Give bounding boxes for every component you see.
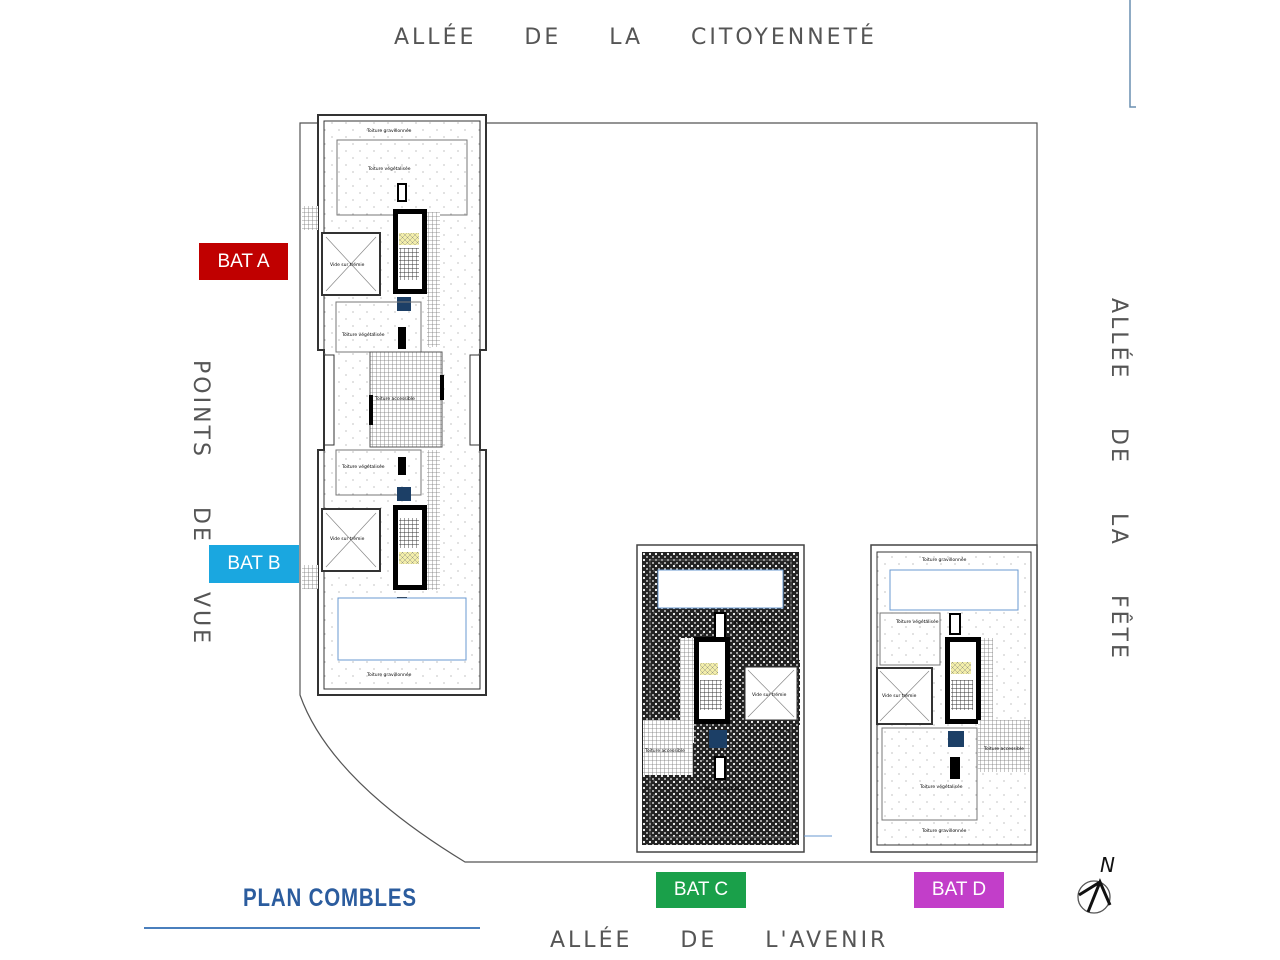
room-label: Toiture accessible (983, 746, 1024, 752)
room-label: Toiture végétalisée (732, 619, 776, 626)
room-label: Toiture gravillonnée (921, 556, 967, 563)
sheet-border (1129, 0, 1136, 108)
street-word: DE (680, 928, 718, 953)
plan-title: PLAN COMBLES (243, 884, 417, 912)
badge-bat-d: BAT D (914, 872, 1004, 908)
room-label: Vide sur trémie (330, 535, 365, 542)
building-d-plan: Toiture gravillonnée Toiture végétalisée… (870, 544, 1038, 853)
street-word: POINTS (188, 360, 213, 459)
street-word: CITOYENNETÉ (691, 25, 877, 50)
badge-bat-a: BAT A (199, 243, 288, 280)
site-boundary (299, 122, 1038, 863)
street-label-top: ALLÉE DE LA CITOYENNETÉ (394, 25, 925, 50)
room-label: Toiture gravillonnée (366, 127, 412, 134)
room-label: Toiture gravillonnée (366, 671, 412, 678)
street-word: ALLÉE (394, 25, 477, 50)
room-label: Vide sur trémie (882, 692, 917, 699)
room-label: Toiture gravillonnée (921, 827, 967, 834)
title-underline (144, 927, 480, 929)
building-c-plan: Toiture végétalisée Vide sur trémie Toit… (636, 544, 832, 853)
street-label-right: ALLÉE DE LA FÊTE (1106, 298, 1131, 709)
street-word: ALLÉE (1106, 298, 1131, 381)
street-word: LA (609, 25, 644, 50)
street-word: LA (1106, 513, 1131, 548)
room-label: Toiture accessible (644, 748, 685, 754)
street-word: VUE (188, 591, 213, 646)
street-word: FÊTE (1106, 595, 1131, 661)
room-label: Toiture végétalisée (367, 165, 411, 172)
street-word: L'AVENIR (765, 928, 889, 953)
street-word: DE (1106, 428, 1131, 466)
badge-bat-c: BAT C (656, 872, 746, 908)
room-label: Vide sur trémie (752, 691, 787, 698)
room-label: Toiture végétalisée (341, 463, 385, 470)
street-word: DE (188, 506, 213, 544)
room-label: Vide sur trémie (330, 261, 365, 268)
street-word: ALLÉE (550, 928, 633, 953)
room-label: Toiture accessible (374, 396, 415, 402)
north-label: N (1100, 853, 1115, 877)
street-label-bottom: ALLÉE DE L'AVENIR (550, 928, 936, 953)
room-label: Toiture végétalisée (895, 618, 939, 625)
street-label-left: POINTS DE VUE (188, 360, 213, 694)
building-a-b-plan: Toiture gravillonnée Toiture végétalisée… (302, 114, 487, 696)
room-label: Toiture végétalisée (919, 783, 963, 790)
badge-bat-b: BAT B (209, 545, 299, 583)
north-arrow-icon: N (1077, 853, 1115, 914)
street-word: DE (524, 25, 562, 50)
room-label: Toiture végétalisée (702, 785, 746, 792)
room-label: Toiture végétalisée (341, 331, 385, 338)
